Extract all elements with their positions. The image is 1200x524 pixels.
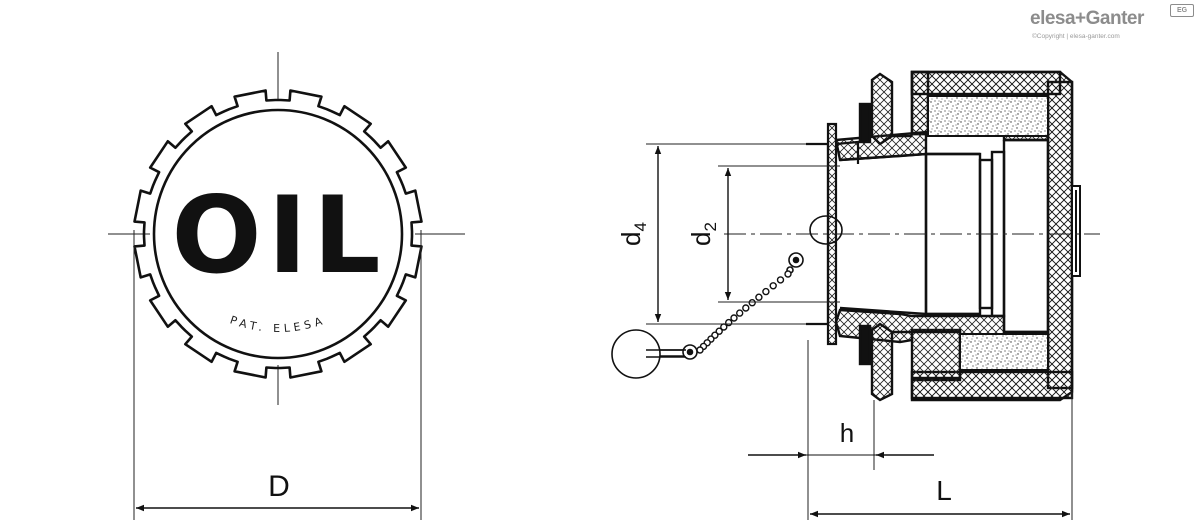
chain-bead: [742, 304, 750, 312]
dim-label-d4: d4: [616, 222, 650, 246]
cap-patent-text: PAT. ELESA: [228, 313, 327, 335]
dim-label-h: h: [840, 418, 854, 448]
foam-insert-bottom: [959, 333, 1049, 371]
foam-insert-top: [927, 95, 1049, 137]
dimension-D: D: [133, 230, 422, 520]
brand-name: elesa+Ganter: [1030, 8, 1144, 29]
chain-bead: [784, 270, 792, 278]
dimension-h: h: [748, 340, 934, 470]
end-boss: [1071, 185, 1081, 277]
chain-bead: [762, 287, 770, 296]
dim-label-d2: d2: [686, 222, 720, 246]
chain-bead: [730, 314, 738, 322]
brand-badge: EG: [1170, 4, 1194, 17]
chain-bead: [769, 282, 777, 290]
chain-bead: [776, 276, 785, 284]
dimension-d2: d2: [686, 165, 840, 303]
knurled-cap-outline: [133, 89, 423, 379]
chain-bead: [696, 346, 704, 354]
chain-bead: [736, 309, 744, 317]
dim-label-L: L: [936, 475, 952, 506]
brand-logo: elesa+Ganter EG ©Copyright | elesa-gante…: [1030, 4, 1195, 46]
chain-bead: [755, 293, 763, 301]
dim-label-D: D: [268, 470, 290, 503]
flange-ring: [858, 72, 912, 402]
chain-bead: [748, 299, 756, 307]
cap-oil-text: OIL: [171, 174, 386, 297]
chain-bead: [715, 327, 723, 335]
retaining-chain: [644, 215, 843, 360]
dimension-L: L: [807, 392, 1073, 520]
front-view: OIL PAT. ELESA D: [108, 52, 465, 520]
brand-copyright: ©Copyright | elesa-ganter.com: [1032, 33, 1120, 40]
cap-face-circle: [152, 108, 404, 360]
chain-hook-ring: [611, 329, 661, 379]
dimension-d4: d4: [616, 143, 806, 325]
section-view: d4 d2 h L: [611, 70, 1100, 520]
